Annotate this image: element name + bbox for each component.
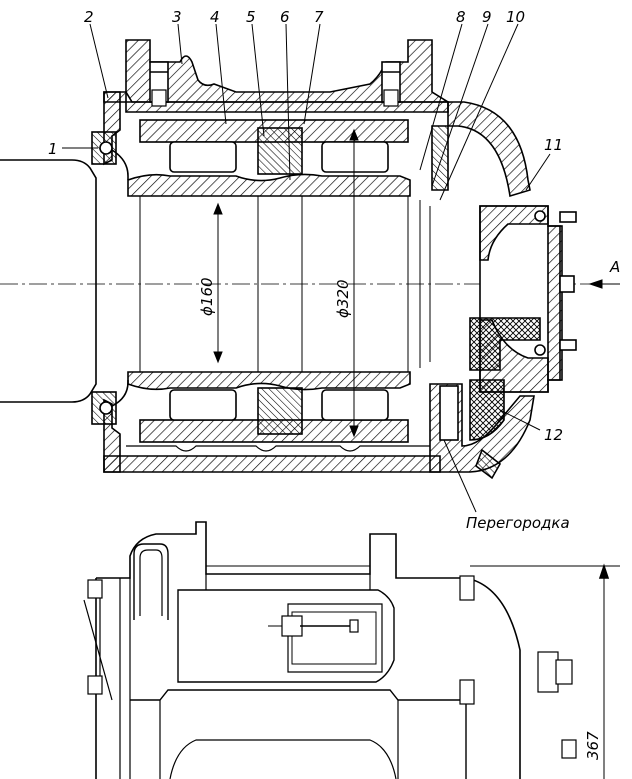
callout-labels: 2 3 4 5 6 7 8 9 10 1 11 12 A [48,8,620,444]
exterior-view [83,521,620,779]
rollers-upper [169,127,389,175]
callout-6: 6 [280,8,290,26]
inner-sleeve-lower [127,371,411,391]
dimension-outer-diameter: ϕ320 [334,279,352,318]
right-end-cover [469,205,577,393]
callout-8: 8 [456,8,466,26]
callout-1: 1 [48,140,58,158]
callout-5: 5 [246,8,256,26]
housing-wall-bottom [103,455,441,473]
section-view [0,23,620,513]
callout-4: 4 [210,8,220,26]
callout-2: 2 [84,8,94,26]
right-housing [447,101,531,198]
callout-10: 10 [506,8,525,26]
callout-7: 7 [314,8,324,26]
dimension-height: 367 [584,731,602,760]
callout-11: 11 [544,136,563,154]
callout-9: 9 [482,8,492,26]
shaft [0,159,97,403]
inner-sleeve-upper [127,173,411,197]
flange-bolts [151,89,399,107]
dimension-inner-diameter: ϕ160 [198,277,216,316]
view-arrow-label: A [609,258,620,276]
callout-12: 12 [544,426,563,444]
left-end-cover [91,91,129,473]
dimension-lines [213,128,359,438]
rollers-lower [169,387,389,435]
leaders [62,23,620,513]
callout-3: 3 [172,8,182,26]
partition-caption: Перегородка [466,514,570,532]
